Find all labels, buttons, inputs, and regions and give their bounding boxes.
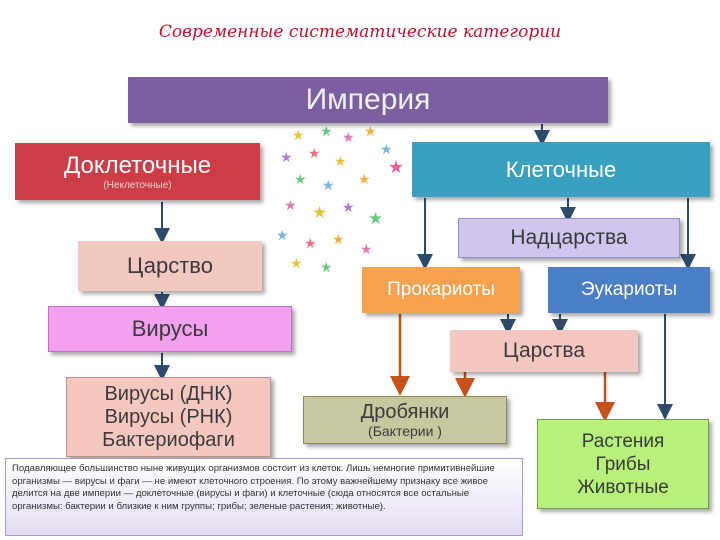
virus-types-box: Вирусы (ДНК) Вирусы (РНК) Бактериофаги <box>66 377 271 457</box>
bacteriophages-label: Бактериофаги <box>102 428 235 451</box>
precell-label: Доклеточные <box>63 152 212 179</box>
description-note: Подавляющее большинство ныне живущих орг… <box>5 458 523 536</box>
page-title: Современные систематические категории <box>158 22 562 42</box>
star-icon: ★ <box>342 129 355 145</box>
plants-fungi-animals-box: Растения Грибы Животные <box>537 419 709 509</box>
star-icon: ★ <box>368 209 384 228</box>
star-icon: ★ <box>320 259 333 275</box>
kingdom-label: Царство <box>127 253 213 278</box>
drobyanki-sublabel: (Бактерии ) <box>368 423 442 439</box>
precell-box: Доклеточные (Неклеточные) <box>15 143 260 200</box>
prokaryotes-box: Прокариоты <box>362 267 520 313</box>
star-icon: ★ <box>294 171 307 187</box>
star-icon: ★ <box>304 235 317 251</box>
star-icon: ★ <box>290 255 303 271</box>
kingdom-box: Царство <box>78 241 262 291</box>
empire-label: Империя <box>305 83 431 116</box>
star-icon: ★ <box>284 197 297 213</box>
precell-sublabel: (Неклеточные) <box>103 180 172 191</box>
star-icon: ★ <box>380 141 393 157</box>
virus-dna-label: Вирусы (ДНК) <box>104 382 233 405</box>
star-icon: ★ <box>332 231 345 247</box>
star-icon: ★ <box>342 199 355 215</box>
star-icon: ★ <box>388 157 405 177</box>
prokaryotes-label: Прокариоты <box>387 279 495 300</box>
animals-label: Животные <box>577 476 669 498</box>
viruses-label: Вирусы <box>131 316 209 341</box>
eukaryotes-box: Эукариоты <box>548 267 710 313</box>
star-icon: ★ <box>312 203 328 222</box>
eukaryotes-label: Эукариоты <box>580 279 678 300</box>
plants-label: Растения <box>581 430 665 452</box>
star-icon: ★ <box>358 171 371 187</box>
star-icon: ★ <box>360 241 373 257</box>
drobyanki-box: Дробянки (Бактерии ) <box>303 396 507 444</box>
virus-rna-label: Вирусы (РНК) <box>104 405 233 428</box>
empire-box: Империя <box>128 77 608 123</box>
drobyanki-label: Дробянки <box>360 401 450 423</box>
cellular-box: Клеточные <box>412 142 710 197</box>
kingdoms-label: Царства <box>502 339 586 362</box>
star-icon: ★ <box>280 149 293 165</box>
star-icon: ★ <box>334 153 347 169</box>
star-icon: ★ <box>364 123 377 139</box>
star-icon: ★ <box>276 227 289 243</box>
star-icon: ★ <box>320 123 333 139</box>
fungi-label: Грибы <box>595 453 651 475</box>
superkingdoms-label: Надцарства <box>510 226 628 249</box>
decorative-stars: ★ ★ ★ ★ ★ ★ ★ ★ ★ ★ ★ ★ ★ ★ ★ ★ ★ ★ ★ ★ … <box>272 120 422 280</box>
cellular-label: Клеточные <box>505 156 617 182</box>
kingdoms-box: Царства <box>450 330 638 372</box>
viruses-box: Вирусы <box>48 306 292 352</box>
superkingdoms-box: Надцарства <box>458 218 680 258</box>
star-icon: ★ <box>308 145 321 161</box>
star-icon: ★ <box>322 177 335 193</box>
star-icon: ★ <box>292 127 305 143</box>
